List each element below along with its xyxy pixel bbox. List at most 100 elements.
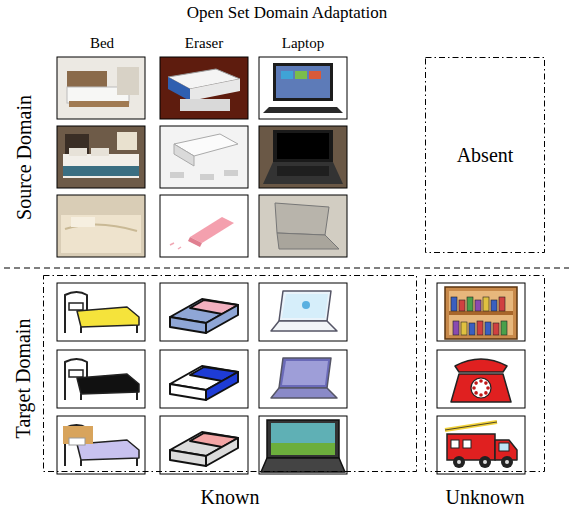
shape — [463, 440, 471, 448]
shape — [271, 321, 337, 331]
column-header: Eraser — [185, 35, 223, 52]
wheel — [505, 460, 509, 464]
shape — [445, 422, 497, 430]
shape — [188, 237, 202, 247]
diagram-title: Open Set Domain Adaptation — [187, 3, 388, 23]
outline — [426, 276, 545, 472]
book — [485, 322, 491, 335]
shape — [160, 350, 248, 408]
shape — [445, 422, 497, 430]
shape — [261, 458, 345, 472]
shape — [259, 57, 347, 119]
shape — [451, 374, 511, 402]
book — [451, 297, 457, 311]
shape — [449, 311, 513, 315]
shape — [174, 144, 194, 166]
known-group: Known — [43, 275, 417, 472]
wheel — [501, 456, 513, 468]
image-frame — [160, 283, 248, 341]
shape — [437, 283, 525, 341]
book — [475, 300, 481, 311]
wheel — [474, 381, 478, 385]
shape — [200, 174, 214, 180]
shape — [437, 350, 525, 408]
image-frame — [160, 126, 248, 188]
shape — [61, 215, 141, 253]
shape — [69, 438, 85, 445]
shape — [282, 294, 328, 318]
book — [491, 300, 497, 311]
shape — [81, 325, 137, 333]
image-frame — [57, 283, 145, 341]
image-frame — [437, 283, 525, 341]
image-frame — [57, 195, 145, 257]
book — [501, 321, 507, 335]
image-frame — [57, 416, 145, 474]
group-label: Absent — [457, 144, 514, 167]
wheel — [457, 460, 461, 464]
shape — [57, 57, 145, 119]
wheel — [453, 456, 465, 468]
shape — [160, 416, 248, 474]
shape — [445, 287, 517, 339]
shape — [455, 359, 507, 372]
shape — [190, 79, 240, 101]
shape — [160, 57, 248, 119]
shape — [206, 438, 238, 466]
image-frame — [259, 416, 347, 474]
image-frame — [57, 350, 145, 408]
book — [469, 323, 475, 335]
shape — [170, 172, 184, 178]
shape — [77, 374, 139, 394]
shape — [277, 133, 329, 159]
shape — [259, 283, 347, 341]
shape — [69, 148, 87, 156]
shape — [263, 107, 343, 113]
wheel — [472, 386, 476, 390]
shape — [309, 71, 321, 79]
book — [493, 323, 499, 335]
book — [453, 321, 459, 335]
shape — [57, 126, 145, 188]
domain-label: Target Domain — [13, 318, 36, 438]
shape — [273, 63, 333, 101]
shape — [190, 217, 234, 243]
book — [483, 297, 489, 311]
shape — [57, 195, 145, 257]
shape — [69, 370, 83, 377]
shape — [271, 443, 335, 455]
image-frame — [259, 350, 347, 408]
wheel — [483, 460, 487, 464]
image-frame — [160, 57, 248, 119]
unknown-group: Unknown — [425, 275, 545, 472]
domain-divider — [4, 267, 569, 268]
wheel — [479, 379, 483, 383]
shape — [180, 99, 230, 111]
shape — [63, 426, 93, 444]
shape — [57, 350, 145, 408]
shape — [170, 243, 181, 249]
wheel — [484, 391, 488, 395]
column-header: Laptop — [282, 35, 325, 52]
book — [467, 297, 473, 311]
shape — [71, 217, 95, 227]
book — [499, 297, 505, 311]
shape — [277, 166, 329, 176]
shape — [206, 372, 238, 400]
image-frame — [57, 57, 145, 119]
shape — [69, 101, 129, 107]
shape — [437, 416, 525, 474]
shape — [263, 162, 343, 184]
shape — [279, 358, 331, 388]
shape — [276, 66, 330, 98]
shape — [259, 350, 347, 408]
shape — [273, 130, 333, 162]
book — [477, 321, 483, 335]
shape — [117, 67, 139, 95]
shape — [63, 166, 139, 176]
image-frame — [160, 416, 248, 474]
book — [461, 322, 467, 335]
image-frame — [259, 283, 347, 341]
shape — [160, 126, 248, 188]
